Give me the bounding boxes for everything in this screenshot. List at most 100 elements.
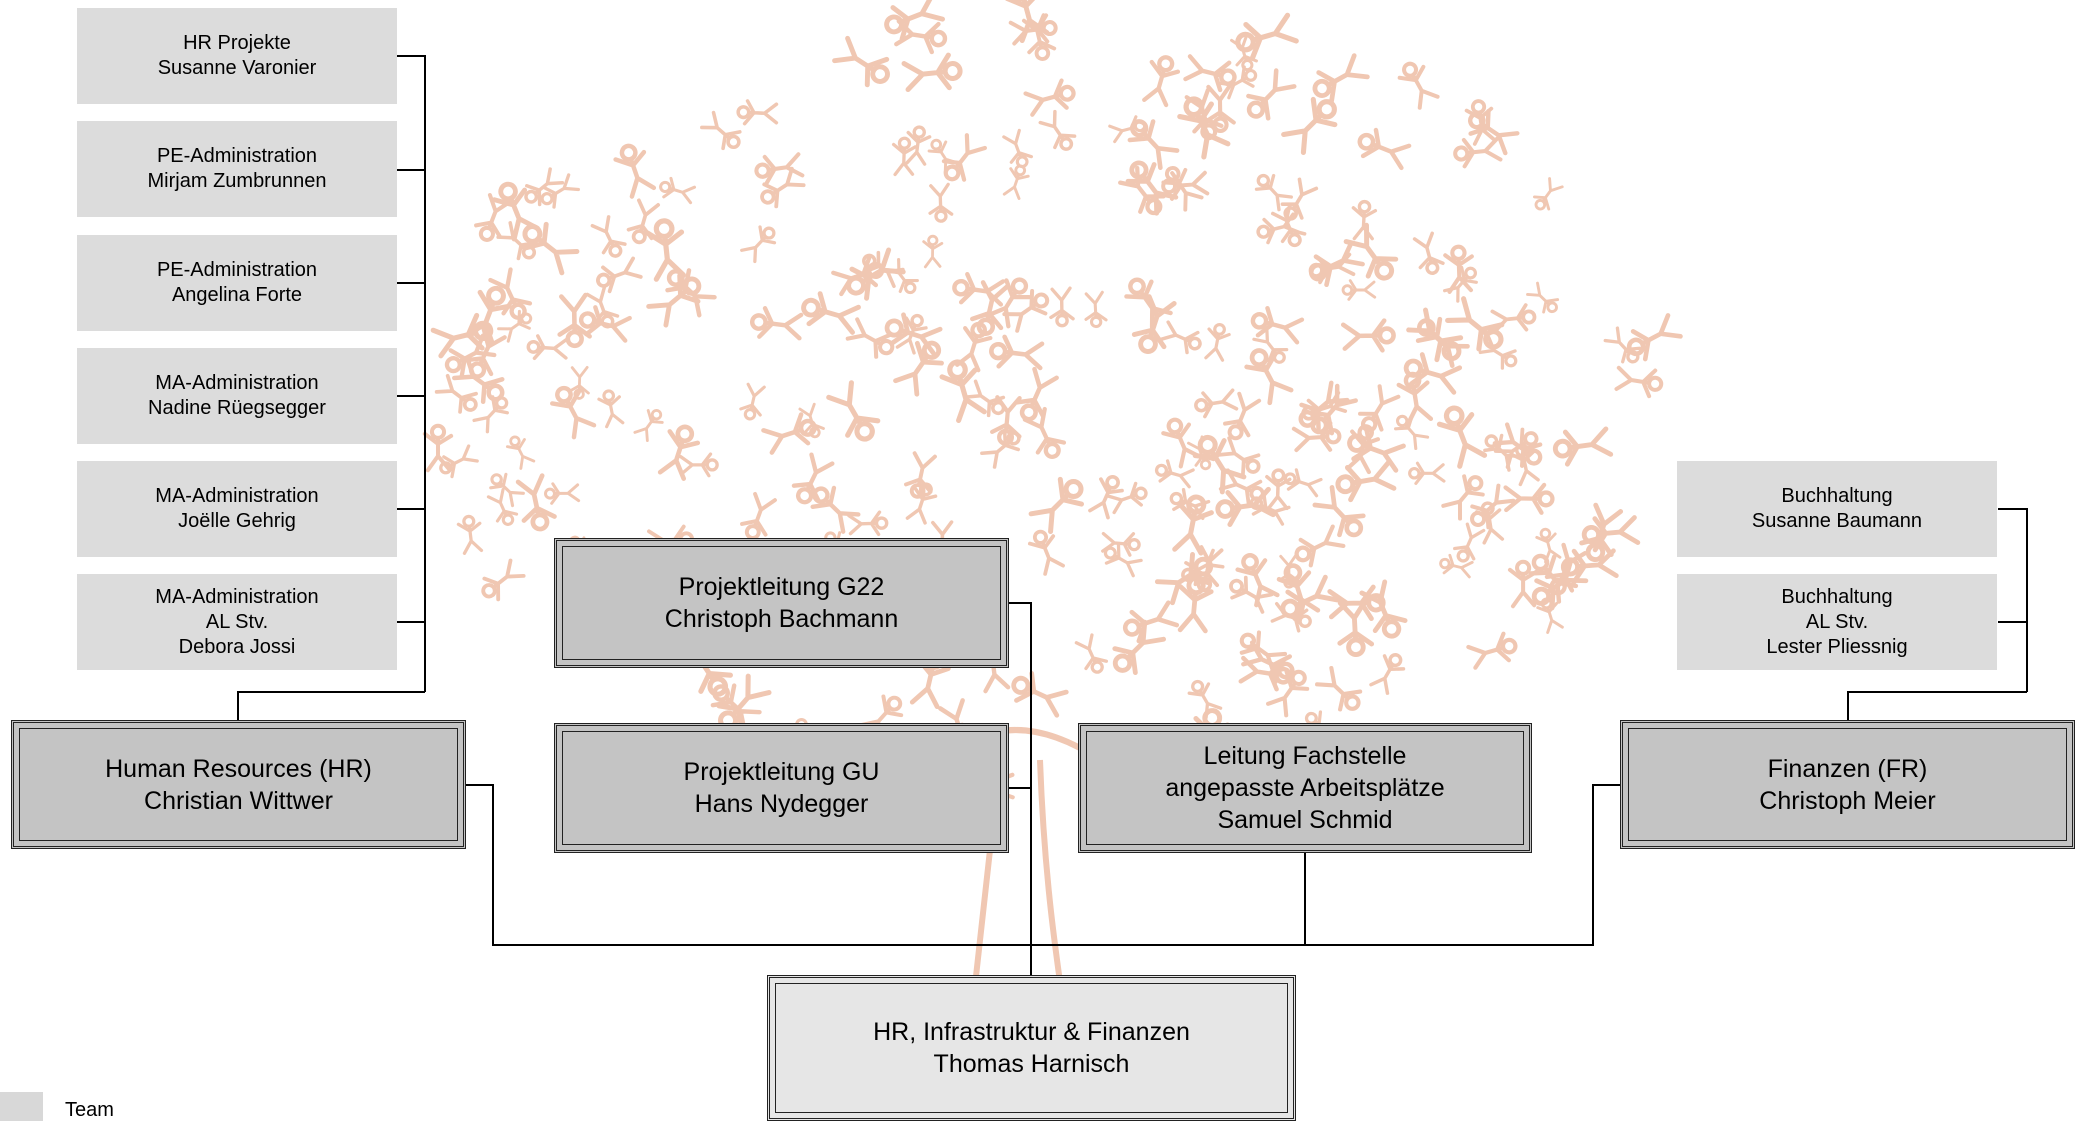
stick-figure	[1011, 670, 1069, 718]
stick-figure	[626, 198, 661, 245]
stick-figure	[1526, 281, 1560, 314]
stick-figure	[1280, 574, 1340, 625]
stick-figure	[465, 285, 512, 346]
stick-figure	[831, 255, 885, 297]
stick-figure	[928, 182, 954, 223]
head-box-hr-infrastruktur-finanzen: HR, Infrastruktur & Finanzen Thomas Harn…	[767, 975, 1296, 1121]
stick-figure	[456, 514, 484, 555]
unit-head: Christoph Bachmann	[664, 605, 899, 633]
unit-box-projektleitung-gu: Projektleitung GU Hans Nydegger	[554, 723, 1009, 853]
stick-figure	[1358, 384, 1401, 433]
stick-figure	[1022, 406, 1067, 459]
stick-figure	[1315, 665, 1363, 712]
stick-figure	[845, 317, 895, 359]
unit-head: Hans Nydegger	[694, 790, 869, 818]
stick-figure	[1103, 543, 1143, 578]
stick-figure	[1229, 575, 1274, 614]
stick-figure	[1038, 109, 1077, 151]
stick-figure	[1503, 482, 1555, 515]
stick-figure	[1154, 459, 1195, 489]
stick-figure	[1204, 83, 1236, 134]
stick-figure	[1105, 481, 1148, 515]
stick-figure	[1478, 335, 1518, 370]
stick-figure	[754, 152, 805, 186]
unit-head: Thomas Harnisch	[933, 1050, 1130, 1078]
stick-figure	[597, 389, 625, 429]
stick-figure	[422, 423, 454, 473]
stick-figure	[1254, 173, 1293, 212]
hr-unit-connector	[465, 784, 1620, 946]
stick-figure	[1084, 290, 1108, 329]
team-person: Mirjam Zumbrunnen	[147, 170, 327, 192]
stick-figure	[891, 136, 917, 177]
stick-figure	[1406, 307, 1464, 363]
stick-figure	[515, 473, 557, 532]
stick-figure	[590, 215, 627, 258]
stick-figure	[927, 138, 960, 174]
stick-figure	[989, 334, 1045, 371]
stick-figure	[1412, 231, 1445, 275]
legend-team-label: Team	[65, 1099, 114, 1121]
stick-figure	[1535, 527, 1562, 564]
team-role: PE-Administration	[156, 259, 318, 281]
unit-name: Projektleitung GU	[683, 758, 880, 786]
stick-figure	[952, 272, 1006, 307]
stick-figure	[596, 256, 643, 294]
stick-figure	[1177, 96, 1231, 160]
stick-figure	[1312, 53, 1370, 104]
team-role: MA-Administration	[155, 372, 319, 394]
stick-figure	[1408, 461, 1446, 485]
stick-figure	[859, 694, 904, 741]
stick-figure	[1216, 436, 1261, 477]
stick-figure	[894, 18, 948, 55]
stick-figure	[1183, 54, 1237, 93]
team-deputy: AL Stv.	[205, 610, 269, 633]
stick-figure	[1347, 427, 1406, 473]
pl-g22-connector	[1008, 602, 1032, 975]
fr-team-to-unit	[1847, 691, 2027, 720]
hr-team-bracket	[397, 55, 426, 692]
stick-figure	[1466, 631, 1518, 670]
unit-box-finanzen: Finanzen (FR) Christoph Meier	[1620, 720, 2075, 849]
stick-figure	[1223, 391, 1262, 441]
stick-figure	[1181, 548, 1225, 587]
team-person: Lester Pliessnig	[1766, 635, 1908, 658]
team-deputy: AL Stv.	[1805, 610, 1869, 633]
stick-figure	[749, 306, 804, 341]
stick-figure	[1023, 78, 1076, 117]
stick-figure	[740, 225, 777, 264]
stick-figure	[540, 173, 580, 209]
stick-figure	[1088, 474, 1124, 520]
stick-figure	[990, 395, 1022, 446]
stick-figure	[832, 35, 890, 88]
stick-figure	[496, 221, 538, 261]
stick-figure	[481, 558, 526, 602]
stick-figure	[1614, 365, 1664, 399]
stick-figure	[1445, 296, 1505, 352]
unit-name: Finanzen (FR)	[1767, 754, 1928, 783]
unit-name: Human Resources (HR)	[105, 754, 372, 783]
stick-figure	[1281, 96, 1338, 155]
team-box-pe-administration: PE-Administration Angelina Forte	[77, 235, 397, 331]
stick-figure	[810, 485, 861, 534]
stick-figure	[1394, 414, 1430, 451]
stick-figure	[939, 359, 987, 424]
stick-figure	[884, 257, 919, 295]
stick-figure	[657, 424, 701, 481]
stick-figure	[1118, 165, 1166, 216]
team-person: Angelina Forte	[171, 284, 303, 306]
stick-figure	[1507, 559, 1539, 609]
stick-figure	[1337, 597, 1375, 658]
stick-figure	[1357, 127, 1412, 171]
stick-figure	[1581, 515, 1641, 553]
stick-figure	[1493, 427, 1539, 469]
stick-figure	[659, 176, 697, 205]
stick-figure	[1161, 170, 1210, 201]
stick-figure	[1283, 468, 1323, 498]
stick-figure	[1002, 164, 1030, 200]
stick-figure	[665, 268, 717, 318]
stick-figure	[1441, 474, 1485, 521]
stick-figure	[1327, 584, 1386, 621]
stick-figure	[700, 110, 742, 151]
stick-figure	[613, 143, 657, 199]
